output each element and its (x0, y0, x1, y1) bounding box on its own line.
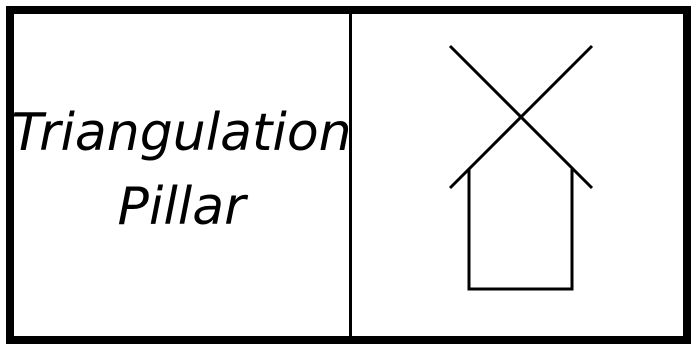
triangulation-pillar-icon (448, 44, 594, 291)
legend-label-cell: Triangulation Pillar (11, 14, 352, 336)
legend-entry: Triangulation Pillar (6, 6, 691, 344)
legend-symbol-cell (352, 14, 683, 336)
legend-label-line-1: Triangulation (11, 103, 352, 163)
pillar-body (467, 169, 574, 291)
legend-label-line-2: Pillar (117, 177, 246, 237)
cross-stroke-2 (448, 44, 594, 190)
